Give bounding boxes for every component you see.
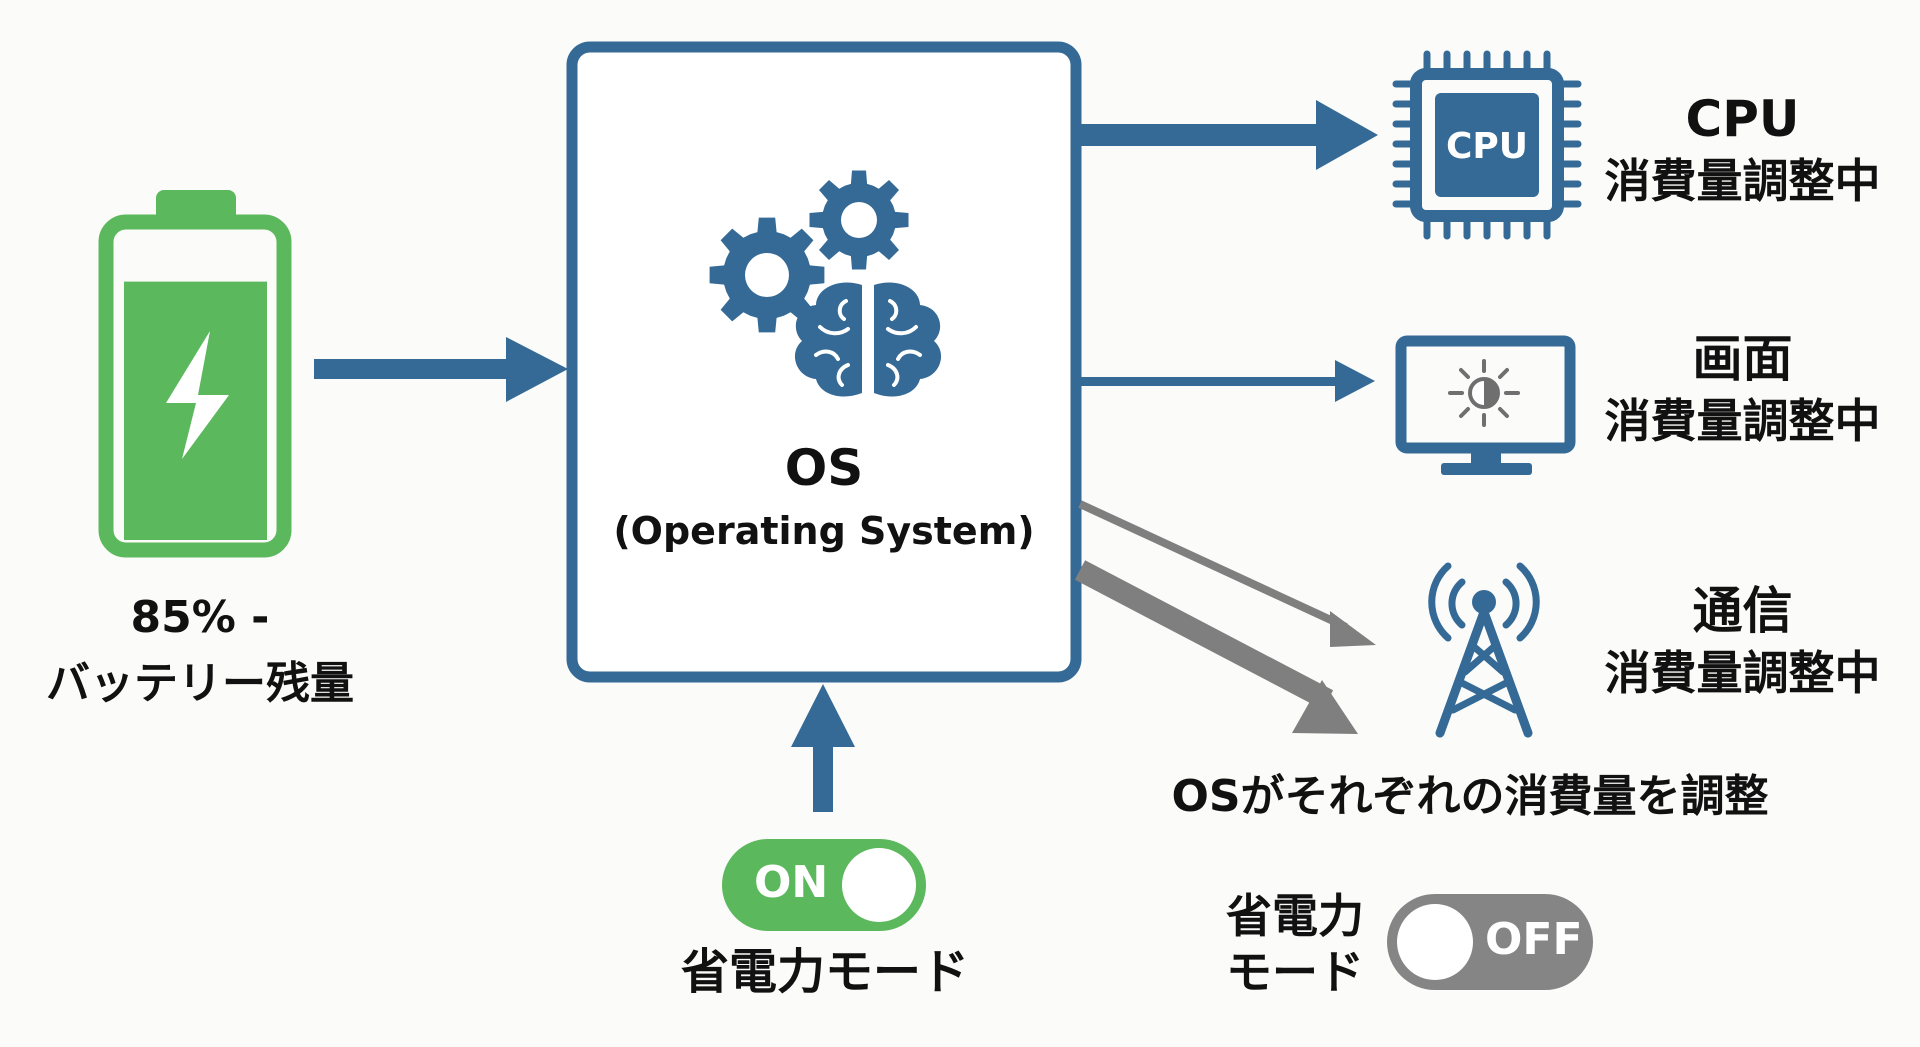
power-saving-toggle-on[interactable]: ON [722, 839, 926, 931]
mode-to-os-arrow [791, 684, 855, 812]
battery-label: 85% - バッテリー残量 [0, 585, 400, 717]
cpu-chip-text: CPU [1446, 126, 1528, 167]
battery-percent-text: 85% - [130, 592, 270, 643]
os-to-network-arrow-thick [1074, 560, 1358, 734]
battery-remaining-text: バッテリー残量 [46, 658, 354, 709]
toggle-knob [1397, 904, 1473, 980]
component-status: 消費量調整中 [1604, 646, 1881, 700]
component-screen-label: 画面 消費量調整中 [1575, 328, 1910, 452]
brain-icon [794, 282, 942, 397]
component-cpu-label: CPU 消費量調整中 [1575, 88, 1910, 212]
off-label-line2: モード [1226, 945, 1364, 999]
monitor-brightness-icon [1395, 335, 1576, 475]
cpu-chip-icon: CPU [1392, 50, 1582, 240]
off-label-line1: 省電力 [1226, 889, 1364, 943]
battery-cap [156, 190, 236, 222]
adjustment-caption: OSがそれぞれの消費量を調整 [1171, 771, 1769, 822]
component-status: 消費量調整中 [1604, 154, 1881, 208]
power-saving-off-label: 省電力 モード [1215, 888, 1375, 1000]
component-status: 消費量調整中 [1604, 394, 1881, 448]
large-gear-icon [709, 217, 825, 333]
os-to-cpu-arrow [1078, 100, 1378, 170]
power-saving-mode-label: 省電力モード [680, 944, 969, 1000]
battery-to-os-arrow [314, 337, 568, 402]
lightning-bolt-icon [166, 331, 229, 459]
component-network-label: 通信 消費量調整中 [1575, 580, 1910, 704]
os-title: OS [784, 439, 864, 497]
gears-brain-icon [709, 170, 942, 397]
antenna-tower-icon [1428, 562, 1540, 738]
toggle-state-text: OFF [1485, 914, 1583, 965]
power-saving-toggle-off[interactable]: OFF [1387, 894, 1593, 990]
os-to-screen-arrow [1078, 360, 1375, 402]
component-title: 通信 [1692, 582, 1793, 640]
battery-body [98, 214, 292, 558]
toggle-state-text: ON [754, 857, 829, 908]
os-to-network-arrow-thin [1078, 500, 1376, 647]
battery-charging-icon [98, 190, 292, 558]
component-title: 画面 [1692, 330, 1793, 388]
small-gear-icon [809, 170, 909, 270]
brightness-icon [1448, 359, 1520, 427]
os-subtitle: (Operating System) [613, 509, 1035, 553]
component-title: CPU [1685, 90, 1800, 148]
toggle-knob [842, 848, 916, 922]
